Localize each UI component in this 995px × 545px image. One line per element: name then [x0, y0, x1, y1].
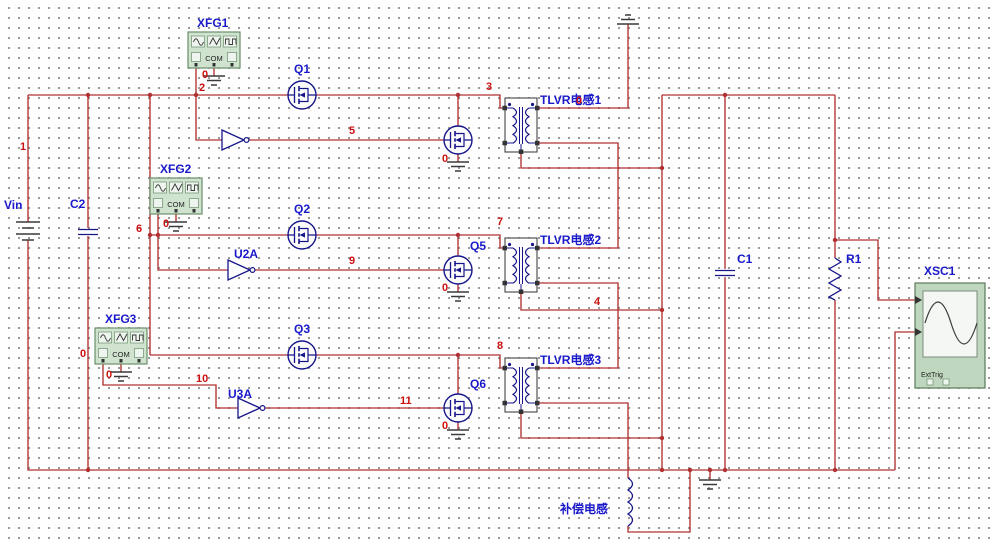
inverter-1[interactable]	[221, 129, 250, 151]
net-0-q6: 0	[442, 420, 448, 432]
ground-icon[interactable]	[698, 479, 722, 490]
net-6: 6	[136, 223, 142, 235]
c1-label: C1	[737, 252, 753, 266]
tlvr3-label: TLVR电感3	[540, 352, 601, 367]
mosfet-low-side-1[interactable]	[443, 125, 473, 155]
net-0-q5: 0	[442, 282, 448, 294]
junction-dots	[85, 92, 838, 473]
scope-pin-b-icon	[915, 328, 922, 336]
q2-label: Q2	[294, 202, 310, 216]
net-0-q4: 0	[442, 153, 448, 165]
tlvr-inductor-3[interactable]	[501, 357, 541, 415]
wire-pri1-out	[520, 152, 662, 169]
wire-comp-return	[627, 470, 691, 533]
oscilloscope-xsc1[interactable]: ExtTrig	[914, 282, 986, 389]
xfg3-label: XFG3	[105, 312, 137, 326]
wire-pri2-out	[520, 292, 662, 311]
q1-label: Q1	[294, 62, 310, 76]
component-labels: Vin C2 XFG1 XFG2 XFG3 Q1 Q2 Q3 Q5 Q6 U2A…	[4, 16, 956, 516]
net-1: 1	[20, 141, 26, 153]
mosfet-q6[interactable]	[443, 393, 473, 423]
net-0-xfg2: 0	[163, 218, 169, 230]
net-9: 9	[349, 255, 355, 267]
ground-icon-top[interactable]	[616, 14, 640, 25]
scope-screen	[922, 290, 978, 358]
wire-sec1-gnd	[537, 24, 629, 109]
wire-scope-b	[894, 331, 915, 470]
xfg3-com-label: COM	[112, 350, 130, 359]
net-11: 11	[400, 395, 412, 407]
wire-xfg3-drop	[102, 364, 238, 409]
xfg1-com-label: COM	[205, 54, 223, 63]
scope-trace	[924, 301, 978, 345]
wire-xfg1-drop	[195, 68, 222, 141]
mosfet-q2[interactable]	[287, 220, 317, 250]
wire-vin-loop	[27, 95, 895, 471]
mosfet-q5[interactable]	[443, 255, 473, 285]
net-labels: 1 2 3 4 5 6 7 8 9 10 11 0 0 0 0 0 0 0 0	[20, 69, 601, 432]
xfg2-com-label: COM	[167, 200, 185, 209]
net-4: 4	[594, 296, 601, 308]
xsc1-label: XSC1	[924, 264, 956, 278]
net-0-xfg3-left: 0	[80, 348, 86, 360]
wire-sec-chain-2-3	[537, 282, 619, 369]
wire-sec3-to-comp	[537, 402, 629, 478]
tlvr-inductor-2[interactable]	[501, 237, 541, 295]
c2-label: C2	[70, 197, 86, 211]
ground-icon[interactable]	[109, 371, 133, 382]
wire-scope-a	[835, 239, 915, 301]
comp-inductor-label: 补偿电感	[559, 501, 608, 516]
wires[interactable]	[27, 24, 915, 533]
dc-source-vin[interactable]	[16, 221, 40, 241]
compensation-inductor[interactable]	[626, 477, 634, 527]
net-0-xfg3: 0	[106, 369, 112, 381]
u3a-label: U3A	[228, 387, 252, 401]
wire-q3-switch	[316, 354, 505, 369]
mosfet-q1[interactable]	[287, 80, 317, 110]
net-0-xfg1: 0	[202, 69, 208, 81]
net-3: 3	[486, 81, 492, 93]
net-8: 8	[497, 340, 503, 352]
resistor-r1[interactable]	[827, 257, 843, 301]
net-5: 5	[349, 125, 355, 137]
scope-pin-a-icon	[915, 296, 922, 304]
ground-icon[interactable]	[446, 291, 470, 302]
net-0-sec1: 0	[576, 95, 582, 107]
q3-label: Q3	[294, 322, 310, 336]
xfg1-label: XFG1	[197, 16, 229, 30]
u2a-label: U2A	[234, 247, 258, 261]
net-7: 7	[497, 216, 503, 228]
tlvr-inductor-1[interactable]	[501, 97, 541, 155]
r1-label: R1	[846, 252, 862, 266]
wire-pri3-out	[520, 412, 662, 439]
wire-q1-switch	[316, 94, 505, 109]
inverter-u3a[interactable]	[237, 397, 266, 419]
wire-gnd-stubs	[120, 68, 711, 480]
wire-xfg2-drop	[157, 214, 228, 271]
ground-icon[interactable]	[446, 429, 470, 440]
vin-label: Vin	[4, 198, 22, 212]
scope-exttrig-label: ExtTrig	[921, 372, 943, 379]
xfg2-label: XFG2	[160, 162, 192, 176]
tlvr2-label: TLVR电感2	[540, 232, 601, 247]
inverter-u2a[interactable]	[227, 259, 256, 281]
net-2: 2	[199, 82, 205, 94]
ground-icon[interactable]	[446, 161, 470, 172]
capacitor-c1[interactable]	[715, 269, 735, 277]
mosfet-q3[interactable]	[287, 340, 317, 370]
capacitor-c2[interactable]	[78, 228, 98, 236]
wire-sec-chain-1-2	[537, 142, 619, 249]
net-10: 10	[196, 373, 208, 385]
q5-label: Q5	[470, 239, 486, 253]
tlvr1-label: TLVR电感1	[540, 92, 601, 107]
q6-label: Q6	[470, 377, 486, 391]
